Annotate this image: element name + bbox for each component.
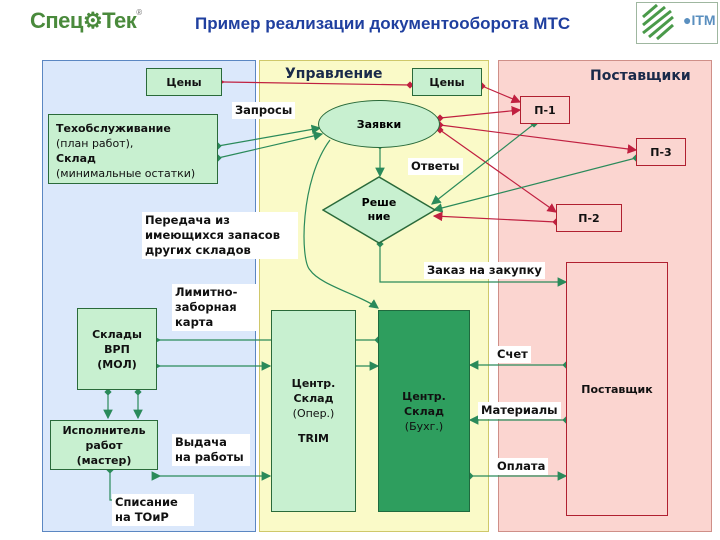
limit-line3: карта	[175, 315, 214, 329]
link-prices	[215, 77, 414, 89]
warehouses-line3: (МОЛ)	[97, 357, 137, 371]
limit-line1: Лимитно-	[175, 285, 238, 299]
writeoff-line1: Списание	[115, 495, 178, 509]
itm-logo-text: ●ITM	[683, 12, 716, 28]
maintenance-title: Техобслуживание	[56, 122, 171, 135]
warehouses-box: Склады ВРП (МОЛ)	[77, 308, 157, 390]
central-oper-line2: Склад	[293, 392, 334, 405]
maintenance-line3: Склад	[56, 152, 96, 165]
label-purchase-order: Заказ на закупку	[424, 262, 545, 279]
central-oper-line3: (Опер.)	[292, 407, 335, 420]
link-req-p1	[436, 106, 522, 122]
label-answers: Ответы	[408, 158, 463, 175]
issue-line2: на работы	[175, 450, 244, 464]
central-oper-box: Центр. Склад (Опер.) TRIM	[271, 310, 356, 512]
central-oper-line1: Центр.	[291, 377, 336, 390]
p2-box: П-2	[556, 204, 622, 232]
central-buh-box: Центр. Склад (Бухг.)	[378, 310, 470, 512]
requests-ellipse: Заявки	[318, 100, 440, 148]
central-buh-line3: (Бухг.)	[404, 419, 444, 433]
label-invoice: Счет	[494, 346, 531, 363]
link-transfer	[303, 139, 379, 309]
link-req-p3	[436, 121, 638, 154]
decision-line1: Реше	[361, 196, 397, 209]
prices-mid-box: Цены	[412, 68, 482, 96]
spectek-logo: Спец⚙Тек®	[30, 8, 142, 34]
executor-line1: Исполнитель	[62, 423, 146, 437]
registered-icon: ®	[136, 8, 142, 17]
label-issue: Выдача на работы	[172, 434, 250, 466]
transfer-line3: других складов	[145, 243, 251, 257]
itm-logo	[636, 2, 718, 44]
label-transfer: Передача из имеющихся запасов других скл…	[142, 212, 298, 259]
supplier-box: Поставщик	[566, 262, 668, 516]
issue-line1: Выдача	[175, 435, 227, 449]
maintenance-line2: (план работ),	[56, 137, 134, 150]
logo-word-a: Спец	[30, 8, 83, 33]
decision-label: Реше ние	[350, 196, 408, 224]
label-materials: Материалы	[478, 402, 561, 419]
central-oper-line4: TRIM	[297, 432, 329, 445]
logo-word-b: Тек	[102, 8, 137, 33]
executor-line2: работ	[85, 438, 123, 452]
link-maint-requests	[214, 124, 322, 150]
link-maint-requests-2	[214, 131, 324, 162]
label-writeoff: Списание на ТОиР	[112, 494, 194, 526]
prices-left-box: Цены	[146, 68, 222, 96]
link-p3-decision	[432, 154, 640, 213]
header-band	[0, 0, 720, 52]
transfer-line1: Передача из	[145, 213, 230, 227]
label-limit-card: Лимитно- заборная карта	[172, 284, 256, 331]
warehouses-line2: ВРП	[104, 342, 130, 356]
limit-line2: заборная	[175, 300, 237, 314]
section-title-suppliers: Поставщики	[590, 68, 691, 84]
transfer-line2: имеющихся запасов	[145, 228, 280, 242]
label-payment: Оплата	[494, 458, 549, 475]
link-decision-order	[376, 240, 568, 287]
executor-line3: (мастер)	[76, 453, 132, 467]
maintenance-box: Техобслуживание (план работ), Склад (мин…	[48, 114, 218, 184]
writeoff-line2: на ТОиР	[115, 510, 169, 524]
decision-line2: ние	[367, 210, 391, 223]
central-buh-line2: Склад	[404, 404, 444, 418]
page-title: Пример реализации документооборота МТС	[195, 14, 571, 33]
warehouses-line1: Склады	[92, 327, 142, 341]
link-prices-p1	[478, 82, 522, 104]
label-requests: Запросы	[232, 102, 296, 119]
executor-box: Исполнитель работ (мастер)	[50, 420, 158, 470]
maintenance-line4: (минимальные остатки)	[56, 167, 196, 180]
p3-box: П-3	[636, 138, 686, 166]
central-buh-line1: Центр.	[402, 389, 446, 403]
gear-icon: ⚙	[82, 8, 103, 33]
p1-box: П-1	[520, 96, 570, 124]
itm-logo-icon	[642, 3, 674, 41]
link-p2-decision	[432, 211, 560, 226]
decision-diamond	[322, 176, 436, 244]
itm-logo-label: ITM	[691, 12, 716, 28]
